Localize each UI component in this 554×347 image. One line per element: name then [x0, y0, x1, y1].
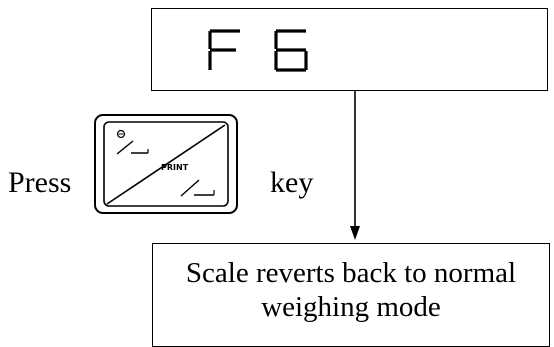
- result-line-2: weighing mode: [261, 291, 441, 323]
- print-key-icon[interactable]: PRINT: [91, 112, 241, 216]
- key-lower-text: PRINT: [161, 163, 189, 172]
- press-label: Press: [8, 166, 72, 199]
- lcd-readout-f6: [208, 29, 308, 72]
- flow-arrow: [350, 90, 360, 240]
- result-line-1: Scale reverts back to normal: [185, 257, 517, 289]
- result-panel: Scale reverts back to normal weighing mo…: [152, 243, 550, 347]
- key-label: key: [270, 166, 314, 199]
- display-panel: [151, 8, 548, 91]
